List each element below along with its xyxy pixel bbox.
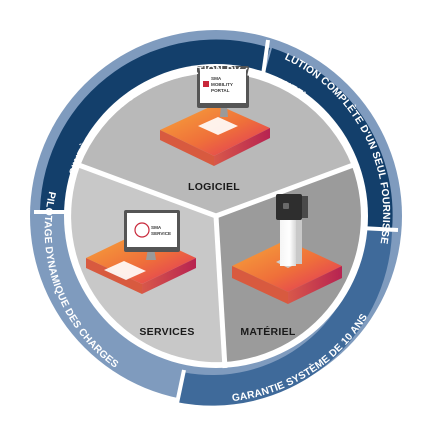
service-logo-ring (134, 222, 150, 238)
services-screen-line2: SERVICE (151, 231, 171, 236)
ring-separator (174, 369, 186, 409)
keyboard (104, 261, 146, 280)
software-platform-side (214, 128, 270, 166)
services-screen-line1: SMA (151, 225, 162, 230)
monitor-stand (220, 106, 228, 117)
services-platform-top (86, 232, 196, 284)
outer-ring-mid-segment-bottom (176, 228, 392, 406)
segment-label-software: LOGICIEL (188, 181, 240, 193)
hardware-illustration (232, 194, 342, 304)
hardware-platform-side (288, 266, 342, 304)
pie-separator (215, 161, 357, 219)
charger-pillar-side (296, 214, 302, 264)
screen-logo (203, 81, 209, 87)
software-illustration: SMA MOBILITY PORTAL (160, 66, 270, 166)
charger-socket (283, 203, 289, 209)
pie-separator (75, 161, 217, 219)
services-platform-side (86, 258, 142, 294)
segment-label-services: SERVICES (139, 326, 194, 338)
charger-head-side (302, 196, 308, 218)
software-screen-line1: SMA (211, 76, 222, 81)
keyboard (198, 117, 238, 135)
outer-ring-dark-segment (40, 39, 270, 213)
hardware-platform-side (232, 266, 288, 304)
services-platform-side (142, 258, 196, 294)
segment-label-hardware: MATÉRIEL (240, 325, 296, 338)
software-screen-line3: PORTAL (211, 88, 230, 93)
charger-pillar (280, 212, 296, 266)
services-illustration: SMA SERVICE (86, 210, 196, 294)
software-platform-side (160, 130, 214, 166)
software-screen-line2: MOBILITY (211, 82, 233, 87)
pie-separator (213, 215, 228, 369)
